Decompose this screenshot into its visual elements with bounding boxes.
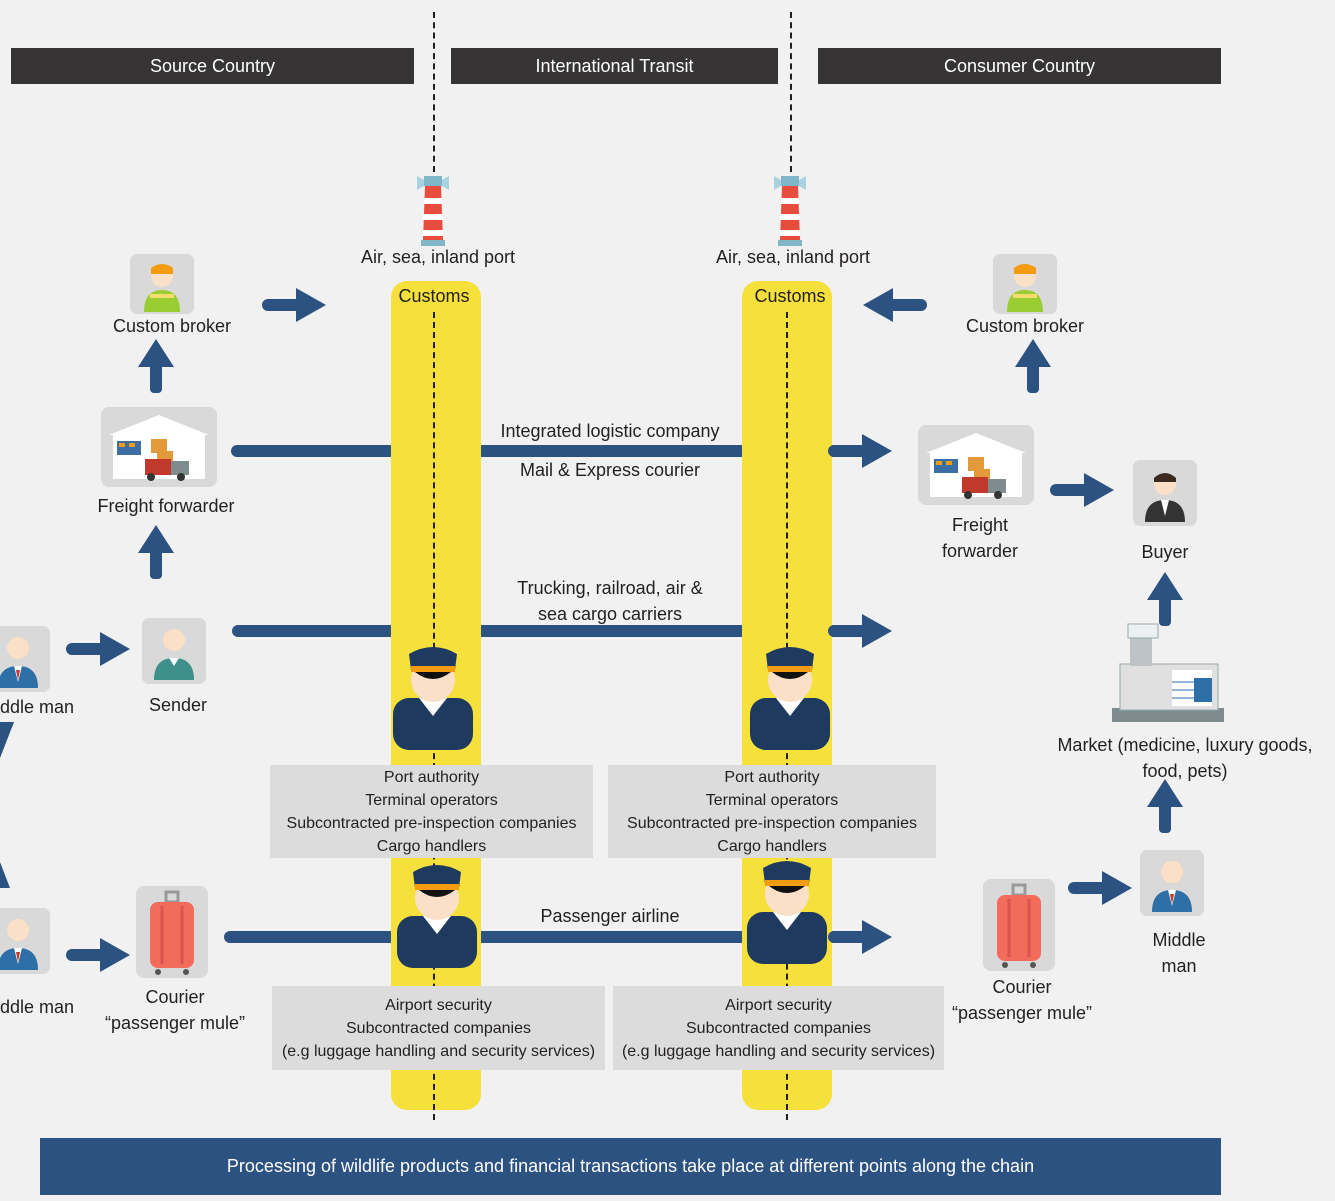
route-trucking: Trucking, railroad, air & sea cargo carr… — [480, 575, 740, 627]
route-integrated-logistic: Integrated logistic company — [500, 421, 720, 441]
customs-label-right: Customs — [754, 286, 826, 306]
header-source-country: Source Country — [11, 48, 414, 84]
courier-label-left-line2: “passenger mule” — [104, 1013, 246, 1033]
port-label-right: Air, sea, inland port — [715, 247, 871, 267]
middle-man-label-bottom: ddle man — [0, 997, 75, 1017]
port-staff-box-right: Port authority Terminal operators Subcon… — [608, 765, 936, 858]
airport-staff-right-item: Airport security — [725, 996, 832, 1014]
header-international-transit: International Transit — [451, 48, 778, 84]
freight-forwarder-label-left: Freight forwarder — [97, 496, 235, 516]
customs-label-left: Customs — [398, 286, 470, 306]
courier-label-right-line2: “passenger mule” — [951, 1003, 1093, 1023]
buyer-label: Buyer — [1141, 542, 1189, 562]
airport-staff-box-right: Airport security Subcontracted companies… — [613, 986, 944, 1070]
port-label-left: Air, sea, inland port — [360, 247, 516, 267]
airport-staff-left-item: (e.g luggage handling and security servi… — [281, 1042, 596, 1060]
divider-right-top — [790, 12, 792, 172]
middle-man-label-right-line1: Middle — [1152, 930, 1206, 950]
market-label-line1: Market (medicine, luxury goods, — [1057, 735, 1313, 755]
airport-staff-left-item: Airport security — [385, 996, 492, 1014]
divider-left-top — [433, 12, 435, 172]
route-trucking-line1: Trucking, railroad, air & — [517, 578, 703, 598]
airport-staff-right-item: Subcontracted companies — [686, 1019, 871, 1037]
header-consumer-country: Consumer Country — [818, 48, 1221, 84]
courier-label-right-line1: Courier — [992, 977, 1052, 997]
airport-staff-box-left: Airport security Subcontracted companies… — [272, 986, 605, 1070]
freight-forwarder-label-right-line1: Freight — [951, 515, 1009, 535]
port-staff-left-item: Cargo handlers — [376, 837, 487, 855]
port-staff-left-item: Terminal operators — [365, 791, 498, 809]
footer-text: Processing of wildlife products and fina… — [226, 1156, 1035, 1176]
custom-broker-label-right: Custom broker — [965, 316, 1085, 336]
port-staff-right-item: Port authority — [724, 768, 820, 786]
footer-banner: Processing of wildlife products and fina… — [40, 1138, 1221, 1195]
port-staff-right-item: Cargo handlers — [717, 837, 827, 855]
airport-staff-right-item: (e.g luggage handling and security servi… — [621, 1042, 936, 1060]
route-passenger-airline: Passenger airline — [540, 906, 680, 926]
port-staff-left-item: Subcontracted pre-inspection companies — [286, 814, 577, 832]
route-trucking-line2: sea cargo carriers — [537, 604, 683, 624]
port-staff-left-item: Port authority — [383, 768, 480, 786]
port-staff-right-item: Subcontracted pre-inspection companies — [627, 814, 917, 832]
courier-label-left: Courier “passenger mule” — [95, 984, 255, 1036]
market-label-line2: food, pets) — [1142, 761, 1228, 781]
courier-label-right: Courier “passenger mule” — [942, 974, 1102, 1026]
middle-man-label-right: Middle man — [1129, 927, 1229, 979]
sender-label: Sender — [148, 695, 208, 715]
port-staff-right-item: Terminal operators — [705, 791, 839, 809]
freight-forwarder-label-right: Freight forwarder — [920, 512, 1040, 564]
market-label: Market (medicine, luxury goods, food, pe… — [1035, 732, 1335, 784]
courier-label-left-line1: Courier — [145, 987, 205, 1007]
middle-man-label-top: ddle man — [0, 697, 75, 717]
port-staff-box-left: Port authority Terminal operators Subcon… — [270, 765, 593, 858]
middle-man-label-right-line2: man — [1161, 956, 1197, 976]
route-mail-express: Mail & Express courier — [519, 460, 701, 480]
custom-broker-label-left: Custom broker — [112, 316, 232, 336]
airport-staff-left-item: Subcontracted companies — [346, 1019, 531, 1037]
freight-forwarder-label-right-line2: forwarder — [941, 541, 1019, 561]
